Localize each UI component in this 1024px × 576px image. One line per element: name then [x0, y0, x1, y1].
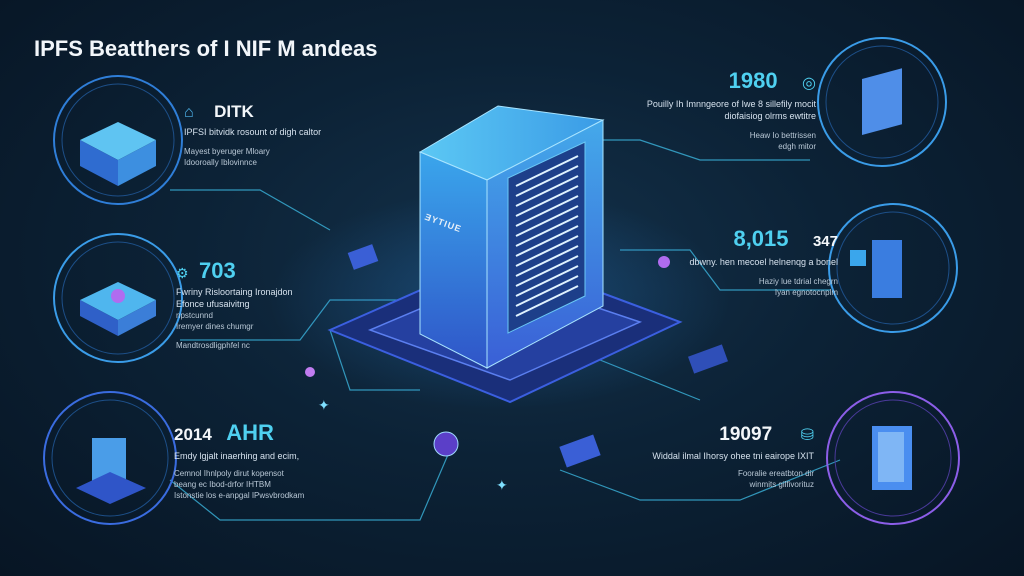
item-desc: Emdy lgjalt inaerhing and ecim, [174, 451, 300, 461]
item-desc: diofaisiog olrms ewtitre [724, 111, 816, 121]
item-sub: Iremyer dines chumgr [176, 322, 254, 331]
floating-chips: ✦✦ [305, 244, 728, 493]
left-item-1: ⌂ DITK IPFSI bitvidk rosount of digh cal… [184, 102, 321, 168]
item-desc: Efonce ufusaivitng [176, 299, 250, 309]
item-rings [43, 37, 960, 525]
database-icon: ⛁ [800, 427, 814, 444]
item-sub: Fooralie ereatbton dir [737, 469, 814, 478]
item-heading: 8,015 [733, 226, 789, 251]
left-item-2: ⚙ 703 Fwriny Risloortaing Ironajdon Efon… [176, 258, 293, 351]
right-item-1: 1980 ◎ Pouilly Ih Imnngeore of Iwe 8 sil… [647, 68, 816, 152]
svg-text:✦: ✦ [496, 477, 508, 493]
globe-icon: ◎ [802, 75, 816, 92]
robot-icon: ⚙ [176, 265, 189, 281]
right-item-2: 8,015 347 dbwny. hen mecoel helnenqg a b… [690, 226, 838, 298]
item-heading: AHR [226, 420, 274, 445]
item-sub: Haziy lue tdrial chegrn [758, 277, 838, 286]
item-sub: npstcunnd [176, 311, 213, 320]
item-sub: Iyan egnotocnplm [774, 288, 838, 297]
item-sub: edgh mitor [778, 142, 816, 151]
item-sub: Mayest byeruger Mloary [184, 147, 270, 156]
item-sub: Mandtrosdligphfel nc [176, 341, 250, 350]
item-sub: Idooroally Iblovinnce [184, 158, 257, 167]
item-extra: 347 [812, 233, 838, 250]
item-heading: DITK [214, 102, 254, 121]
page-title: IPFS Beatthers of I NIF M andeas [34, 36, 378, 61]
house-icon: ⌂ [184, 104, 194, 121]
item-desc: Widdal ilmal Ihorsy ohee tni eairope IXI… [652, 451, 814, 461]
item-heading: 19097 [719, 424, 773, 445]
item-sub: beang ec Ibod-drfor IHTBM [174, 480, 271, 489]
item-sub: Istonstie los e-anpgal IPwsvbrodkam [174, 491, 305, 500]
left-item-3: 2014 AHR Emdy lgjalt inaerhing and ecim,… [174, 420, 304, 501]
svg-text:✦: ✦ [318, 397, 330, 413]
item-desc: Fwriny Risloortaing Ironajdon [176, 287, 293, 297]
item-sub: winmits gilfivorituz [749, 480, 814, 489]
item-devices [76, 68, 912, 504]
central-server [418, 105, 605, 369]
item-heading: 703 [199, 258, 236, 283]
item-desc: Pouilly Ih Imnngeore of Iwe 8 sillefily … [646, 99, 816, 109]
item-sub: Cemnol Ihnlpoly dirut kopensot [174, 469, 284, 478]
item-heading: 1980 [728, 68, 778, 93]
item-desc: IPFSI bitvidk rosount of digh caltor [184, 127, 322, 137]
right-item-3: 19097 ⛁ Widdal ilmal Ihorsy ohee tni eai… [652, 424, 814, 490]
item-desc: dbwny. hen mecoel helnenqg a bonel [689, 257, 838, 267]
item-year: 2014 [174, 425, 212, 444]
item-sub: Heaw Io bettrissen [749, 131, 816, 140]
